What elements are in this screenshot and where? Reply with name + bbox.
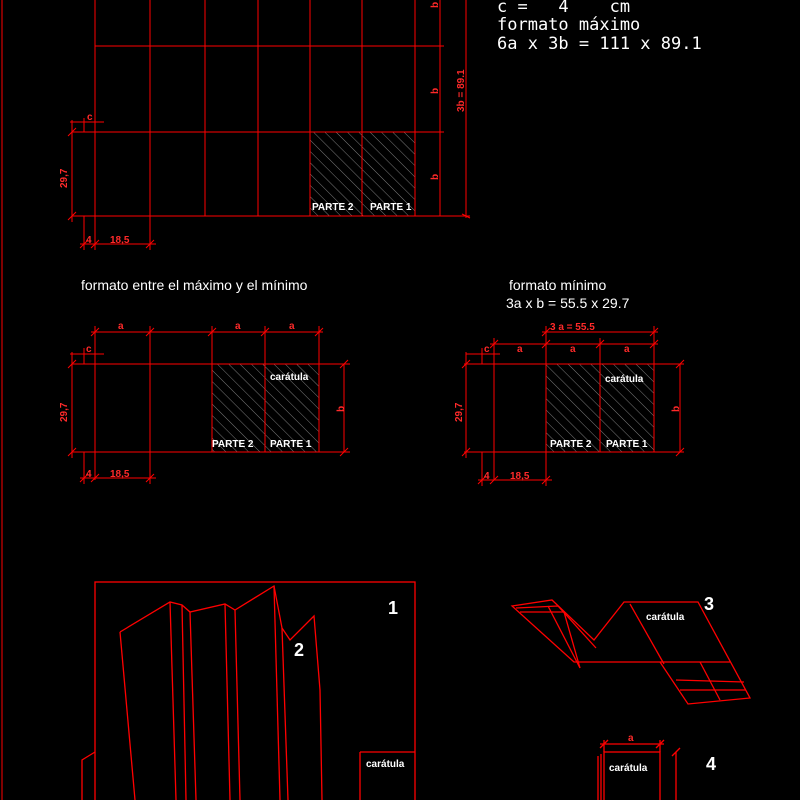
- note-formula-max: 6a x 3b = 111 x 89.1: [497, 34, 702, 54]
- dim-4-top: 4: [86, 235, 92, 246]
- dim-4-min: 4: [484, 471, 490, 482]
- step-4-label: 4: [706, 754, 716, 774]
- parte1-top: PARTE 1: [370, 202, 412, 213]
- step-1-label: 1: [388, 598, 398, 618]
- dim-b-top-3: b: [430, 174, 441, 180]
- notes-block: c = 4 cm formato máximo 6a x 3b = 111 x …: [497, 0, 702, 54]
- dim-297-min: 29,7: [454, 402, 465, 422]
- dim-3a: 3 a = 55.5: [550, 322, 595, 333]
- caratula-step1: carátula: [366, 759, 405, 770]
- fold-step-1-2: 1 2 carátula: [81, 581, 416, 800]
- parte2-top: PARTE 2: [312, 202, 354, 213]
- parte2-mid: PARTE 2: [212, 439, 254, 450]
- formula-minimum: 3a x b = 55.5 x 29.7: [506, 295, 630, 311]
- fold-step-4: a carátula 4: [597, 733, 716, 800]
- dim-a-step4: a: [628, 733, 634, 744]
- caratula-step3: carátula: [646, 612, 685, 623]
- heading-between: formato entre el máximo y el mínimo: [81, 277, 308, 293]
- dim-b-top-1: b: [430, 2, 441, 8]
- dim-a-mid-1: a: [118, 321, 124, 332]
- dim-a-min-1: a: [517, 344, 523, 355]
- caratula-step4: carátula: [609, 763, 648, 774]
- note-c-value: c = 4 cm: [497, 0, 630, 17]
- dim-185-min: 18,5: [510, 471, 530, 482]
- dim-a-min-3: a: [624, 344, 630, 355]
- dim-b-mid: b: [336, 406, 347, 412]
- fold-step-3: carátula 3: [510, 594, 752, 705]
- dim-a-mid-2: a: [235, 321, 241, 332]
- dim-a-min-2: a: [570, 344, 576, 355]
- caratula-min: carátula: [605, 374, 644, 385]
- dim-297-top: 29,7: [59, 168, 70, 188]
- dim-c-mid: c: [86, 344, 92, 355]
- dim-4-mid: 4: [86, 469, 92, 480]
- dim-185-mid: 18,5: [110, 469, 130, 480]
- dim-c-min: c: [484, 344, 490, 355]
- dim-3b: 3b = 89.1: [456, 69, 467, 112]
- dim-297-mid: 29,7: [59, 402, 70, 422]
- caratula-mid: carátula: [270, 372, 309, 383]
- between-format-drawing: a a a c 29,7 b 4 18,5 carátula PARTE 2 P…: [59, 321, 350, 484]
- dim-c-top: c: [87, 112, 93, 123]
- min-format-drawing: 3 a = 55.5 a a a c 29,7 b 4 18,5 carátul…: [454, 322, 685, 486]
- parte1-min: PARTE 1: [606, 439, 648, 450]
- dim-b-min: b: [671, 406, 682, 412]
- step-3-label: 3: [704, 594, 714, 614]
- parte1-mid: PARTE 1: [270, 439, 312, 450]
- parte2-min: PARTE 2: [550, 439, 592, 450]
- dim-185-top: 18,5: [110, 235, 130, 246]
- dim-a-mid-3: a: [289, 321, 295, 332]
- max-format-drawing: c 29,7 4 18,5 b b b 3b = 89.1 PARTE 2 PA…: [59, 0, 471, 250]
- step-2-label: 2: [294, 640, 304, 660]
- dim-b-top-2: b: [430, 88, 441, 94]
- note-format-max: formato máximo: [497, 15, 640, 35]
- heading-minimum: formato mínimo: [509, 277, 606, 293]
